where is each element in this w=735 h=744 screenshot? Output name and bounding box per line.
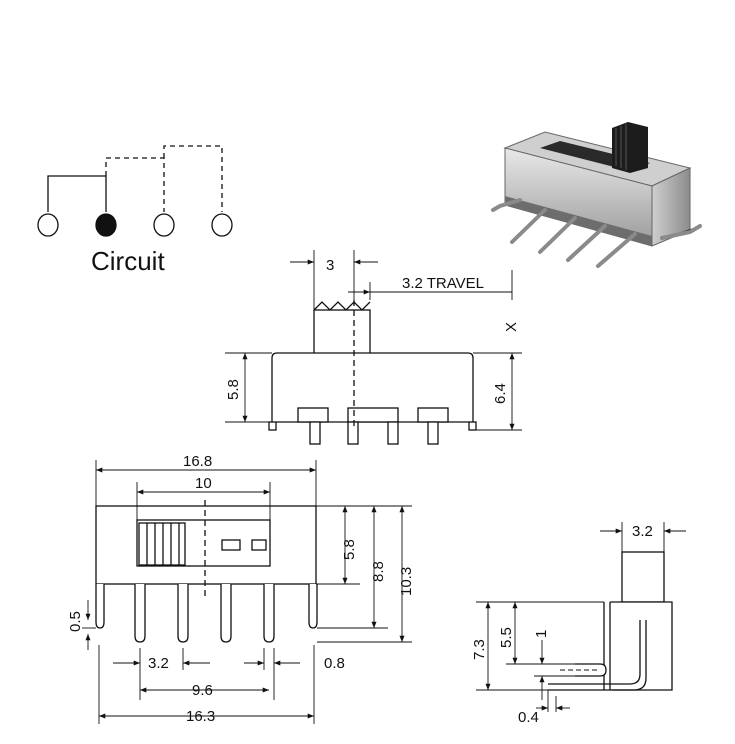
dim-window-width: 10 <box>195 475 212 492</box>
dim-travel: 3.2 TRAVEL <box>402 275 484 292</box>
pin-3d-1 <box>491 198 522 212</box>
circuit-terminal-3 <box>153 213 175 237</box>
dim-pin-row-width: 16.3 <box>186 708 215 725</box>
dim-x-label: X <box>503 322 520 332</box>
pin-3d-3 <box>538 216 577 254</box>
dim-outer-pin-span: 9.6 <box>192 682 213 699</box>
circuit-terminal-4 <box>211 213 233 237</box>
side-view <box>225 250 522 445</box>
dim-right-pin-thickness: 0.4 <box>518 709 539 726</box>
pin-3d-5 <box>596 232 637 268</box>
pin-3d-2 <box>510 208 547 244</box>
pin-3d-4 <box>566 224 607 262</box>
circuit-diagram <box>37 145 233 237</box>
dim-right-height-total: 7.3 <box>471 639 488 660</box>
dim-height-b: 8.8 <box>370 561 387 582</box>
pin-3d-6 <box>660 224 702 240</box>
circuit-dashed-link-1 <box>105 157 165 212</box>
switch-3d-illustration <box>491 122 702 268</box>
dim-pin-pitch: 3.2 <box>148 655 169 672</box>
dim-stem-width: 3 <box>326 257 334 274</box>
front-view <box>82 460 412 724</box>
dim-side-height-left: 5.8 <box>225 379 242 400</box>
dim-height-a: 5.8 <box>341 539 358 560</box>
circuit-dashed-link-2 <box>163 145 223 212</box>
circuit-terminal-1 <box>37 213 59 237</box>
dim-side-height-right: 6.4 <box>492 383 509 404</box>
circuit-terminal-common <box>95 213 117 237</box>
dim-right-height-mid: 5.5 <box>498 627 515 648</box>
circuit-label: Circuit <box>91 246 165 276</box>
dim-pin-width: 0.8 <box>324 655 345 672</box>
dim-pin-thickness: 0.5 <box>67 611 84 632</box>
dim-overall-width: 16.8 <box>183 453 212 470</box>
dim-actuator-width: 3.2 <box>632 523 653 540</box>
circuit-solid-link <box>47 175 107 212</box>
dim-height-c: 10.3 <box>398 567 415 596</box>
right-view <box>476 522 686 712</box>
dim-right-tab: 1 <box>533 630 550 638</box>
